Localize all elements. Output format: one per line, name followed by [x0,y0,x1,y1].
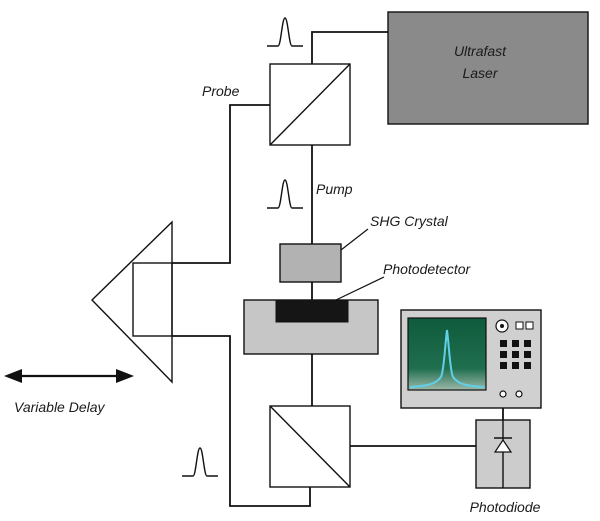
variable-delay-label: Variable Delay [14,399,106,415]
pulse-icon [267,179,303,209]
pump-label: Pump [316,181,353,197]
scope-keypad [500,340,531,369]
diode-icon [493,437,513,453]
laser-label-line2: Laser [462,65,498,81]
oscilloscope-screen [407,317,487,391]
arrow-double-icon [4,369,134,383]
oscilloscope [400,309,542,409]
beamsplitter-bottom [269,405,351,488]
photodetector [243,276,385,355]
retroreflector [91,220,173,384]
shg-crystal-label: SHG Crystal [370,213,449,229]
laser-label-line1: Ultrafast [454,43,507,59]
beamsplitter-top [269,63,351,146]
ultrafast-laser: Ultrafast Laser [387,11,589,125]
pulse-icon [267,17,303,47]
pulse-icon [182,447,218,477]
scope-trace [409,329,485,388]
photodiode-label: Photodiode [470,499,541,515]
shg-crystal [279,228,369,283]
probe-label: Probe [202,83,240,99]
photodetector-label: Photodetector [383,261,472,277]
beam-paths [172,31,504,507]
photodiode [475,419,531,489]
